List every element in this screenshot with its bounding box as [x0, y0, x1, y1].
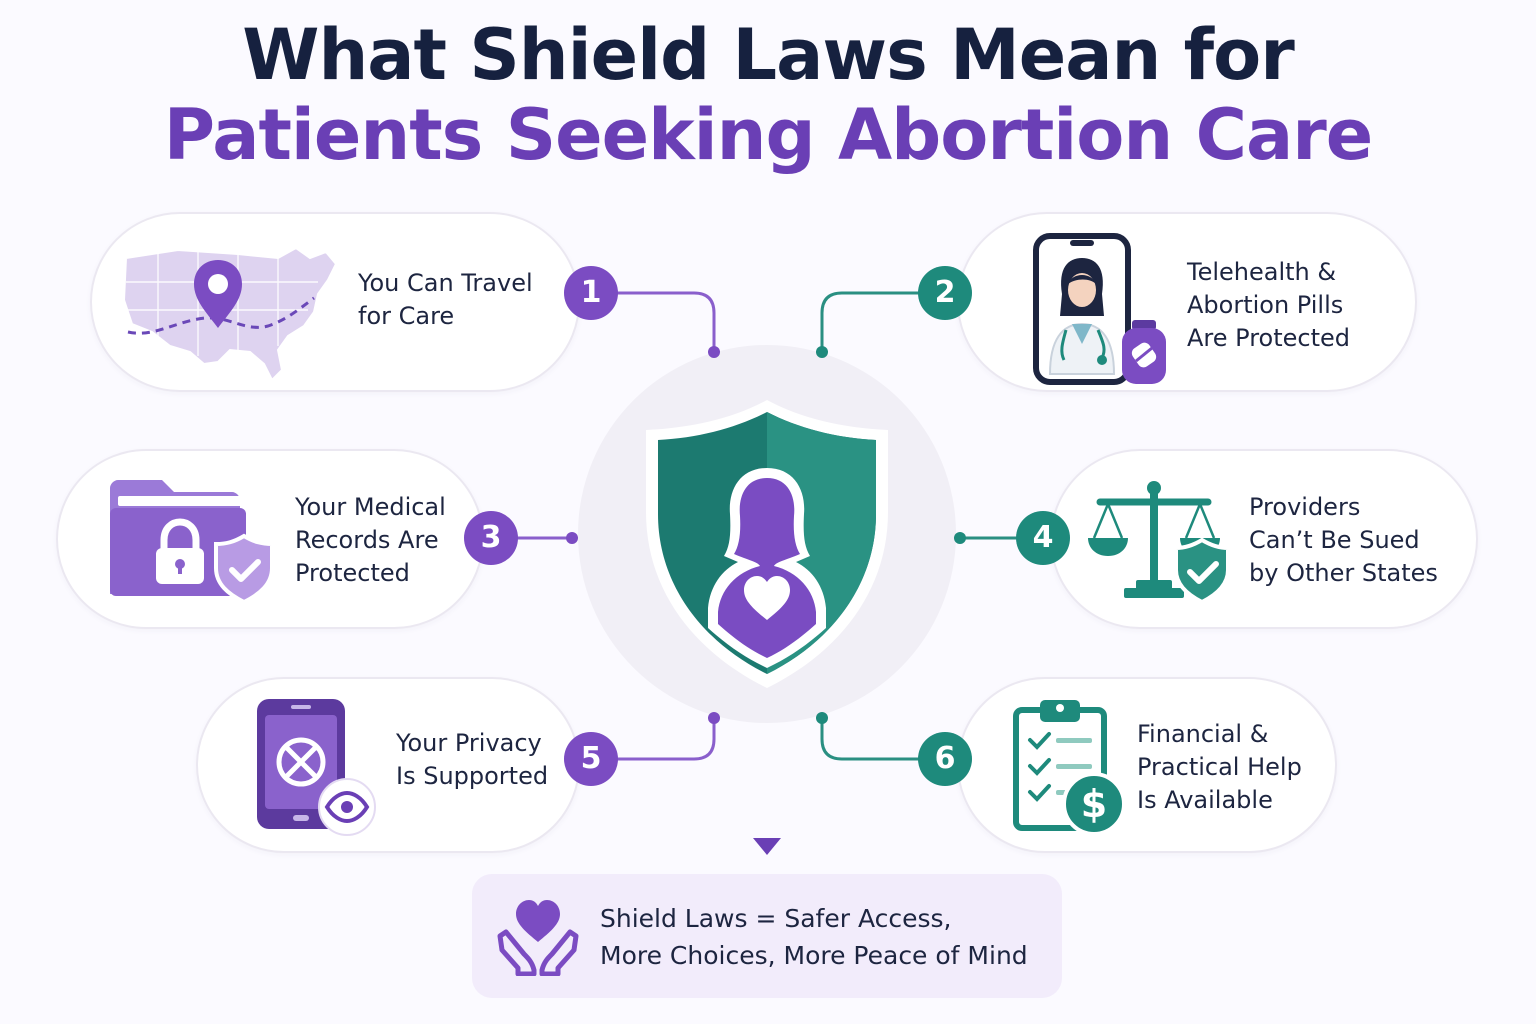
svg-text:$: $	[1081, 782, 1107, 826]
label-financial-help-line-2: Practical Help	[1137, 753, 1302, 781]
label-financial-help: Financial & Practical Help Is Available	[1137, 718, 1302, 817]
locked-folder-icon	[110, 480, 274, 604]
label-telehealth-line-3: Are Protected	[1187, 324, 1351, 352]
label-financial-help-line-3: Is Available	[1137, 786, 1273, 814]
label-travel-line-1: You Can Travel	[358, 269, 533, 297]
label-travel-line-2: for Care	[358, 302, 455, 330]
connector-5	[616, 716, 716, 761]
summary-banner: Shield Laws = Safer Access, More Choices…	[472, 874, 1062, 998]
label-providers-line-1: Providers	[1249, 493, 1361, 521]
telehealth-phone-icon	[1033, 233, 1166, 385]
badge-6: 6	[918, 732, 972, 786]
label-providers-line-3: by Other States	[1249, 559, 1438, 587]
summary-text: Shield Laws = Safer Access, More Choices…	[600, 900, 1028, 974]
connector-dot-5	[708, 712, 720, 724]
badge-5: 5	[564, 732, 618, 786]
title-line-2: Patients Seeking Abortion Care	[163, 94, 1373, 176]
label-privacy: Your Privacy Is Supported	[396, 727, 548, 793]
label-telehealth-line-2: Abortion Pills	[1187, 291, 1344, 319]
label-medical-records-line-3: Protected	[295, 559, 410, 587]
connector-dot-6	[816, 712, 828, 724]
label-providers-line-2: Can’t Be Sued	[1249, 526, 1420, 554]
connector-6	[820, 716, 920, 761]
connector-dot-1	[708, 346, 720, 358]
label-medical-records-line-2: Records Are	[295, 526, 439, 554]
badge-3: 3	[464, 511, 518, 565]
private-phone-icon	[257, 699, 376, 836]
us-map-location-icon	[122, 246, 338, 382]
badge-4: 4	[1016, 511, 1070, 565]
label-privacy-line-1: Your Privacy	[396, 729, 542, 757]
label-privacy-line-2: Is Supported	[396, 762, 549, 790]
label-telehealth-line-1: Telehealth &	[1187, 258, 1337, 286]
checklist-dollar-icon: $	[1013, 700, 1126, 836]
summary-line-2: More Choices, More Peace of Mind	[600, 941, 1028, 970]
summary-line-1: Shield Laws = Safer Access,	[600, 904, 952, 933]
label-providers: Providers Can’t Be Sued by Other States	[1249, 491, 1438, 590]
connector-1	[616, 291, 716, 354]
connector-dot-3	[566, 532, 578, 544]
connector-dot-4	[954, 532, 966, 544]
scales-of-justice-icon	[1088, 481, 1230, 604]
label-medical-records: Your Medical Records Are Protected	[295, 491, 446, 590]
badge-2: 2	[918, 266, 972, 320]
label-travel: You Can Travel for Care	[358, 267, 533, 333]
connector-2	[820, 291, 920, 354]
label-medical-records-line-1: Your Medical	[295, 493, 446, 521]
connector-dot-2	[816, 346, 828, 358]
badge-1: 1	[564, 266, 618, 320]
down-arrow-icon	[753, 838, 781, 855]
shield-person-heart-icon	[646, 400, 888, 688]
label-telehealth: Telehealth & Abortion Pills Are Protecte…	[1187, 256, 1350, 355]
heart-hands-icon	[497, 900, 579, 976]
title-line-1: What Shield Laws Mean for	[242, 14, 1295, 96]
label-financial-help-line-1: Financial &	[1137, 720, 1269, 748]
